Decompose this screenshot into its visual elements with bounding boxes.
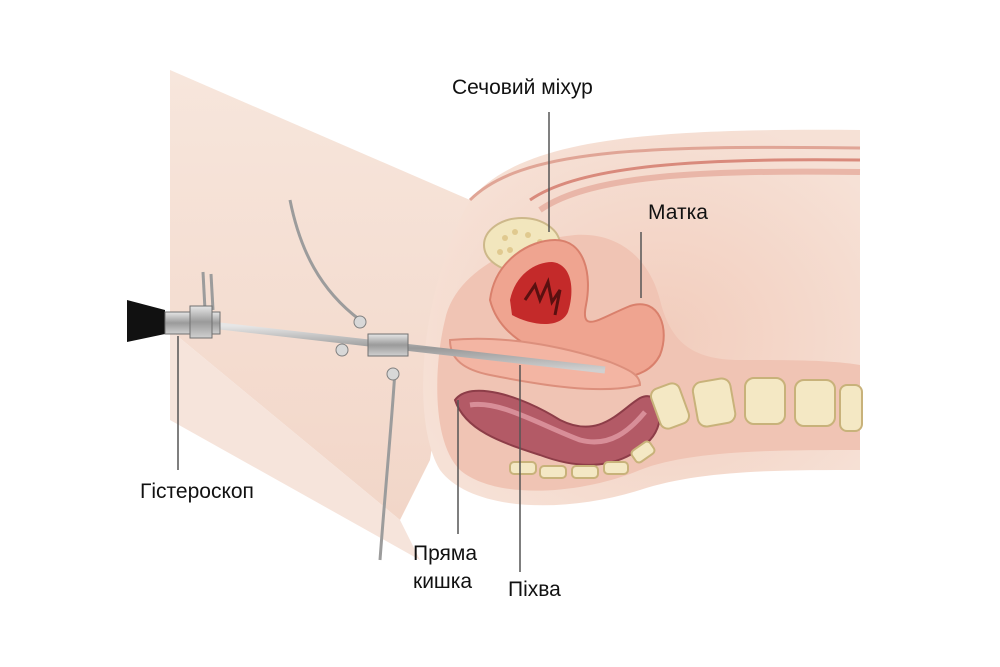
hysteroscope-eyepiece — [127, 300, 165, 342]
leader-lines — [177, 112, 642, 572]
label-vagina: Піхва — [508, 578, 561, 601]
label-bladder: Сечовий міхур — [452, 76, 593, 99]
hysteroscope-connector — [367, 333, 409, 357]
label-rectum-line1: Пряма — [413, 542, 478, 565]
label-uterus: Матка — [648, 201, 708, 224]
tube-lower — [378, 369, 397, 561]
hysteroscope-shaft — [219, 322, 606, 374]
tube-upper — [288, 199, 361, 322]
body-outline — [468, 145, 861, 202]
lower-thigh — [170, 330, 420, 560]
label-hysteroscope: Гістероскоп — [140, 480, 254, 503]
thigh — [170, 70, 470, 520]
spine — [509, 377, 863, 479]
label-rectum-line2: кишка — [413, 570, 473, 593]
